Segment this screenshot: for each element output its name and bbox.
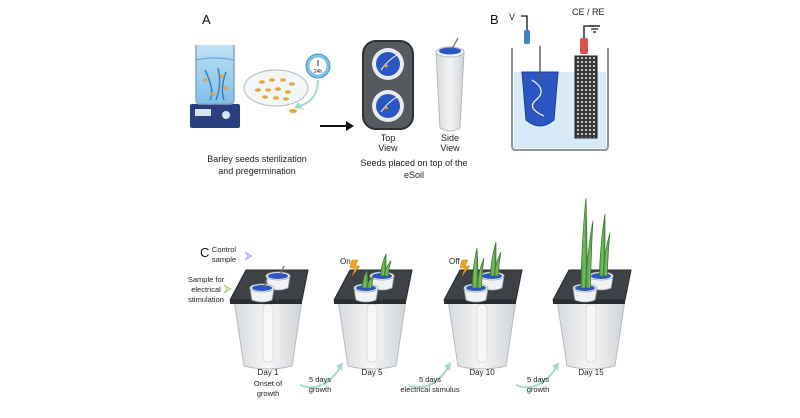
curved-arrow-head xyxy=(294,102,302,108)
panel-c-label: C xyxy=(200,245,209,260)
arrow3-label-line1: 5 days xyxy=(527,375,549,384)
day5-label: Day 5 xyxy=(362,368,383,377)
day10-label: Day 10 xyxy=(469,368,495,377)
growth-sequence xyxy=(229,197,632,370)
control-leaf-2 xyxy=(602,232,611,277)
arrow3-label-line2: growth xyxy=(527,385,550,394)
onset-label-line1: Onset of xyxy=(254,379,283,388)
control-pointer-icon xyxy=(244,251,253,261)
timer-label: 24h xyxy=(314,69,323,75)
curved-arrow xyxy=(299,79,319,107)
on-label: On xyxy=(340,257,351,266)
stimulated-leaf-2 xyxy=(476,257,485,289)
seedling-sprout xyxy=(263,277,268,288)
stim-label-line3: stimulation xyxy=(188,295,224,304)
stim-label-line2: electrical xyxy=(191,285,221,294)
transition-arrow-1 xyxy=(299,367,341,389)
day15-label: Day 15 xyxy=(578,368,604,377)
pot-unit-day-4 xyxy=(552,197,632,370)
arrow2-label-line1: 5 days xyxy=(419,375,441,384)
pot-unit-day-2 xyxy=(333,253,413,370)
step1-text-line2: and pregermination xyxy=(218,166,296,176)
control-leaf-2 xyxy=(493,252,502,277)
electrochemical-cell xyxy=(511,46,609,151)
pot-inner-tube xyxy=(366,303,378,363)
electric-stimulus-icon xyxy=(349,259,361,277)
step2-text-line2: eSoil xyxy=(404,170,424,180)
side-view-label-line1: Side xyxy=(441,133,459,143)
pot-inner-tube xyxy=(262,303,274,363)
timer-icon: 24h xyxy=(305,53,331,79)
ce-re-label: CE / RE xyxy=(572,7,605,17)
control-label-line1: Control xyxy=(212,245,237,254)
transition-arrow-3-head xyxy=(552,362,559,371)
pot-inner-tube xyxy=(585,303,597,363)
seed-root xyxy=(295,108,305,111)
control-leaf-2 xyxy=(383,260,392,277)
top-view-label-line1: Top xyxy=(381,133,396,143)
pot-inner-tube xyxy=(476,303,488,363)
stimulated-leaf-2 xyxy=(366,274,375,289)
stimulated-cup xyxy=(249,283,275,303)
stim-label-line1: Sample for xyxy=(188,275,225,284)
transition-arrow-2 xyxy=(407,367,449,389)
germinated-seed xyxy=(289,109,297,113)
petri-dish-seeds xyxy=(243,69,309,107)
counter-reference-electrode-lead xyxy=(580,25,600,54)
off-label: Off xyxy=(449,257,460,266)
magnetic-stirrer-beaker xyxy=(190,45,240,128)
arrow1-label-line1: 5 days xyxy=(309,375,331,384)
panel-a-label: A xyxy=(202,12,211,27)
working-electrode-lead xyxy=(521,15,530,44)
pot-unit-day-1 xyxy=(229,265,309,370)
side-view-tube xyxy=(435,37,465,132)
step1-text-line1: Barley seeds sterilization xyxy=(207,154,307,164)
seedling-sprout xyxy=(279,265,285,276)
arrow1-label-line2: growth xyxy=(309,385,332,394)
electric-stimulus-icon xyxy=(459,259,471,277)
step2-text-line1: Seeds placed on top of the xyxy=(360,158,467,168)
top-view-label-line2: View xyxy=(378,143,398,153)
arrow2-label-line2: electrical stimulus xyxy=(400,385,459,394)
day1-label: Day 1 xyxy=(258,368,279,377)
onset-label-line2: growth xyxy=(257,389,280,398)
v-label: V xyxy=(509,12,515,22)
side-view-label-line2: View xyxy=(440,143,460,153)
stimulated-leaf-2 xyxy=(585,220,594,289)
transition-arrow-3 xyxy=(515,367,557,389)
transition-arrow-2-head xyxy=(444,362,451,371)
transition-arrow-1-head xyxy=(336,362,343,371)
panel-b-label: B xyxy=(490,12,499,27)
pot-unit-day-3 xyxy=(443,241,523,370)
stim-pointer-icon xyxy=(223,284,232,294)
top-view-tray xyxy=(362,40,414,130)
control-label-line2: sample xyxy=(212,255,236,264)
process-arrow-head xyxy=(346,121,354,131)
